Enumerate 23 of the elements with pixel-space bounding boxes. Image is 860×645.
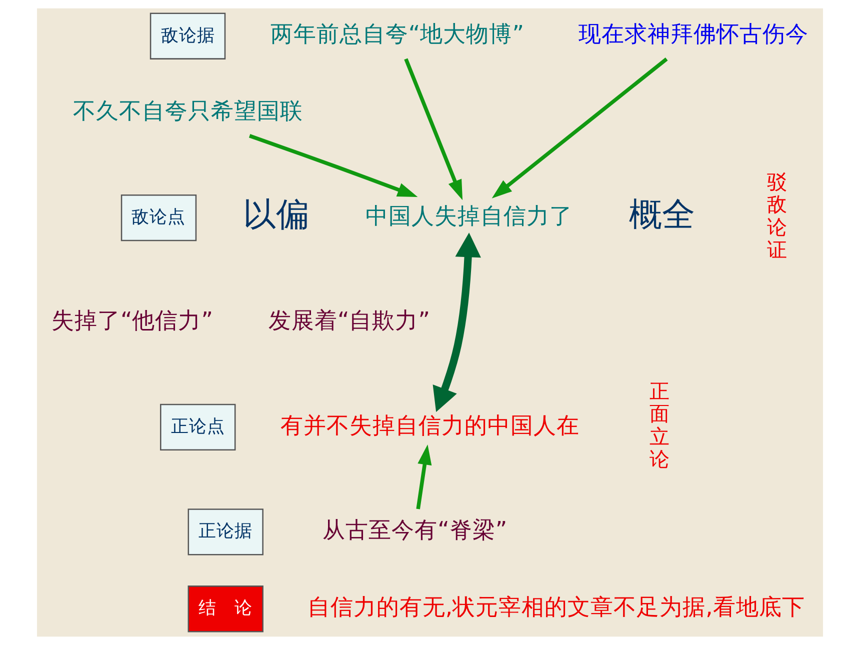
arrow — [432, 232, 481, 412]
node-text: 现在求神拜佛怀古伤今 — [578, 22, 809, 48]
label: 正面立论 — [650, 378, 670, 472]
arrow — [248, 134, 418, 197]
arrow — [416, 444, 432, 510]
node-text: 两年前总自夸“地大物博” — [270, 22, 524, 48]
label: 发展着“自欺力” — [268, 308, 430, 334]
arrow — [492, 58, 668, 198]
node-text: 自信力的有无,状元宰相的文章不足为据,看地底下 — [307, 594, 805, 620]
label: 概全 — [629, 196, 696, 234]
node-text: 不久不自夸只希望国联 — [72, 98, 303, 125]
node-box: 正论据 — [188, 508, 264, 556]
label: 驳敌论证 — [766, 170, 787, 262]
node-text: 有并不失掉自信力的中国人在 — [280, 412, 580, 439]
node-box: 敌论点 — [120, 194, 197, 242]
node-box: 敌论据 — [150, 12, 226, 60]
node-box: 正论点 — [160, 404, 236, 451]
label: 失掉了“他信力” — [51, 308, 214, 334]
label: 以偏 — [243, 196, 310, 234]
node-text: 中国人失掉自信力了 — [366, 203, 573, 230]
node-box: 结 论 — [188, 586, 264, 632]
arrow — [404, 58, 463, 200]
node-text: 从古至今有“脊梁” — [322, 517, 508, 544]
